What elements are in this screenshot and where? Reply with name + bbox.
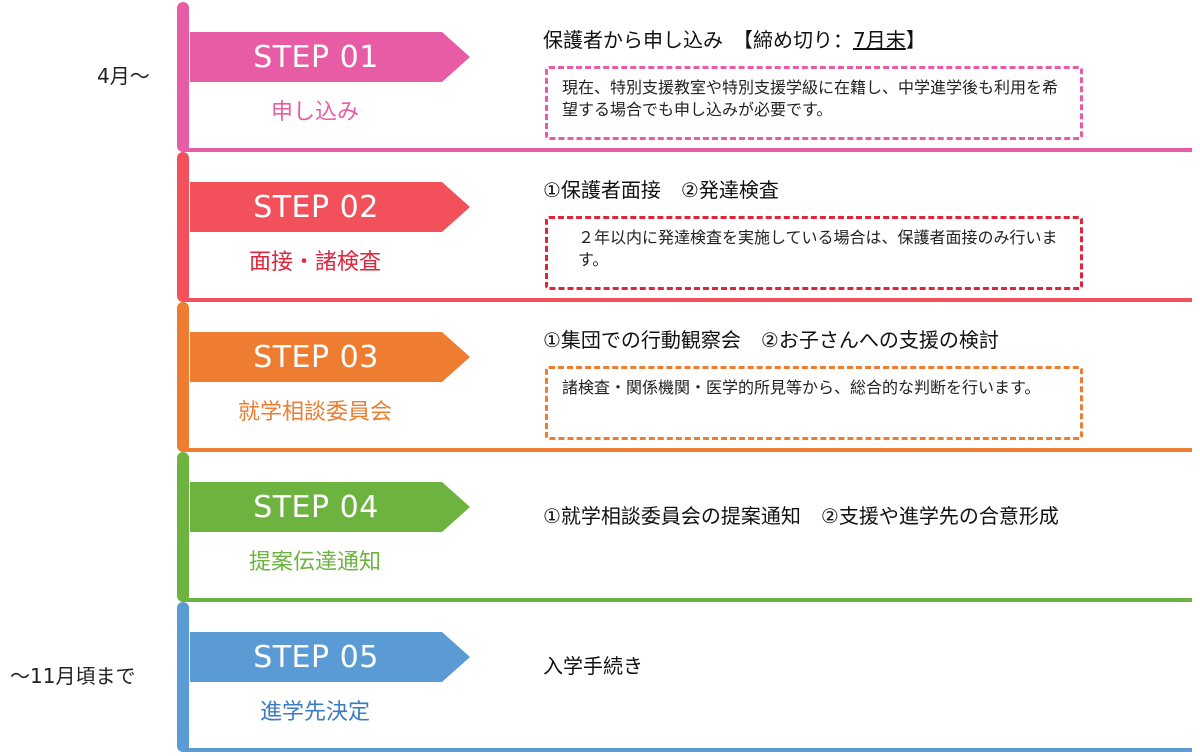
step-02-note: ２年以内に発達検査を実施している場合は、保護者面接のみ行います。 (545, 216, 1083, 290)
step-01-title-suffix: 】 (905, 28, 926, 52)
step-04-divider (183, 598, 1192, 602)
step-05-timeline-bar (177, 602, 189, 752)
step-01: STEP 01 申し込み 保護者から申し込み 【締め切り：7月末】 現在、特別支… (0, 2, 1200, 152)
step-01-note: 現在、特別支援教室や特別支援学級に在籍し、中学進学後も利用を希望する場合でも申し… (545, 66, 1083, 140)
timeline-start-label: 4月～ (97, 64, 150, 88)
step-04-name: 提案伝達通知 (248, 550, 381, 575)
step-05-badge: STEP 05 (190, 632, 470, 682)
step-01-divider (183, 148, 1192, 152)
step-01-deadline: 7月末 (853, 28, 906, 52)
step-05-badge-label: STEP 05 (253, 639, 379, 675)
step-03: STEP 03 就学相談委員会 ①集団での行動観察会 ②お子さんへの支援の検討 … (0, 302, 1200, 452)
step-03-title: ①集団での行動観察会 ②お子さんへの支援の検討 (543, 328, 999, 352)
step-04-badge-label: STEP 04 (253, 489, 379, 525)
step-03-name: 就学相談委員会 (237, 400, 392, 425)
step-02-divider (183, 298, 1192, 302)
step-01-badge-label: STEP 01 (253, 39, 379, 75)
step-02-timeline-bar (177, 152, 189, 302)
step-04-timeline-bar (177, 452, 189, 602)
step-02: STEP 02 面接・諸検査 ①保護者面接 ②発達検査 ２年以内に発達検査を実施… (0, 152, 1200, 302)
step-05-name: 進学先決定 (259, 700, 370, 725)
step-04-badge: STEP 04 (190, 482, 470, 532)
step-05-divider (183, 748, 1192, 752)
step-01-title-main: 保護者から申し込み 【締め切り： (543, 28, 853, 52)
step-03-divider (183, 448, 1192, 452)
step-05-title: 入学手続き (543, 654, 643, 678)
step-04-title: ①就学相談委員会の提案通知 ②支援や進学先の合意形成 (543, 504, 1059, 528)
step-01-timeline-bar (177, 2, 189, 152)
step-02-badge: STEP 02 (190, 182, 470, 232)
step-03-badge: STEP 03 (190, 332, 470, 382)
step-05: STEP 05 進学先決定 入学手続き (0, 602, 1200, 752)
step-01-name: 申し込み (270, 100, 359, 125)
step-02-title: ①保護者面接 ②発達検査 (543, 178, 779, 202)
timeline-end-label: ～11月頃まで (10, 664, 136, 688)
step-03-note: 諸検査・関係機関・医学的所見等から、総合的な判断を行います。 (545, 366, 1083, 440)
step-02-badge-label: STEP 02 (253, 189, 379, 225)
step-01-badge: STEP 01 (190, 32, 470, 82)
step-01-title: 保護者から申し込み 【締め切り：7月末】 (543, 24, 926, 53)
step-03-timeline-bar (177, 302, 189, 452)
step-04: STEP 04 提案伝達通知 ①就学相談委員会の提案通知 ②支援や進学先の合意形… (0, 452, 1200, 602)
step-03-badge-label: STEP 03 (253, 339, 379, 375)
step-02-name: 面接・諸検査 (248, 250, 381, 275)
